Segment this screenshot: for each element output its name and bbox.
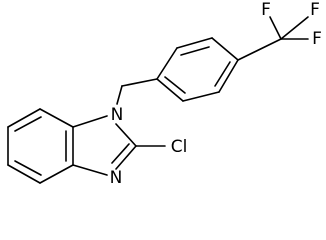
bond [211, 37, 239, 61]
bond [156, 47, 178, 80]
bond [7, 164, 41, 184]
bond [39, 164, 74, 184]
atom-label-n3: N [110, 168, 123, 188]
bond [72, 164, 108, 176]
benzyl-linker [116, 78, 158, 105]
bond [115, 123, 137, 147]
bond [7, 108, 41, 128]
atom-label-n1: N [111, 105, 124, 125]
bond [269, 16, 282, 40]
bond [237, 38, 282, 61]
bond-inner [14, 116, 42, 132]
atom-label-f-right: F [312, 29, 322, 49]
benzo-ring [7, 108, 74, 184]
atom-label-f-top-left: F [261, 0, 271, 20]
bond [121, 78, 158, 87]
bond [39, 108, 74, 128]
bond-inner [164, 76, 186, 94]
bond-inner [14, 160, 42, 176]
phenyl-ring [156, 37, 239, 102]
atom-label-f-top-right: F [310, 0, 320, 20]
bond [280, 16, 309, 40]
trifluoromethyl-group [237, 16, 309, 61]
chemical-structure: N N Cl F F F [7, 0, 322, 188]
imidazole-ring [72, 115, 166, 176]
bond-inner [214, 61, 231, 87]
atom-label-cl: Cl [171, 137, 188, 157]
atom-labels: N N Cl F F F [110, 0, 322, 188]
bond-inner [111, 143, 130, 164]
bond [156, 78, 184, 102]
bond [115, 145, 137, 170]
bond [182, 91, 220, 102]
bond [116, 85, 123, 105]
bond [218, 59, 239, 93]
bond [176, 37, 213, 49]
bond [72, 115, 108, 128]
bond-inner [180, 46, 210, 56]
